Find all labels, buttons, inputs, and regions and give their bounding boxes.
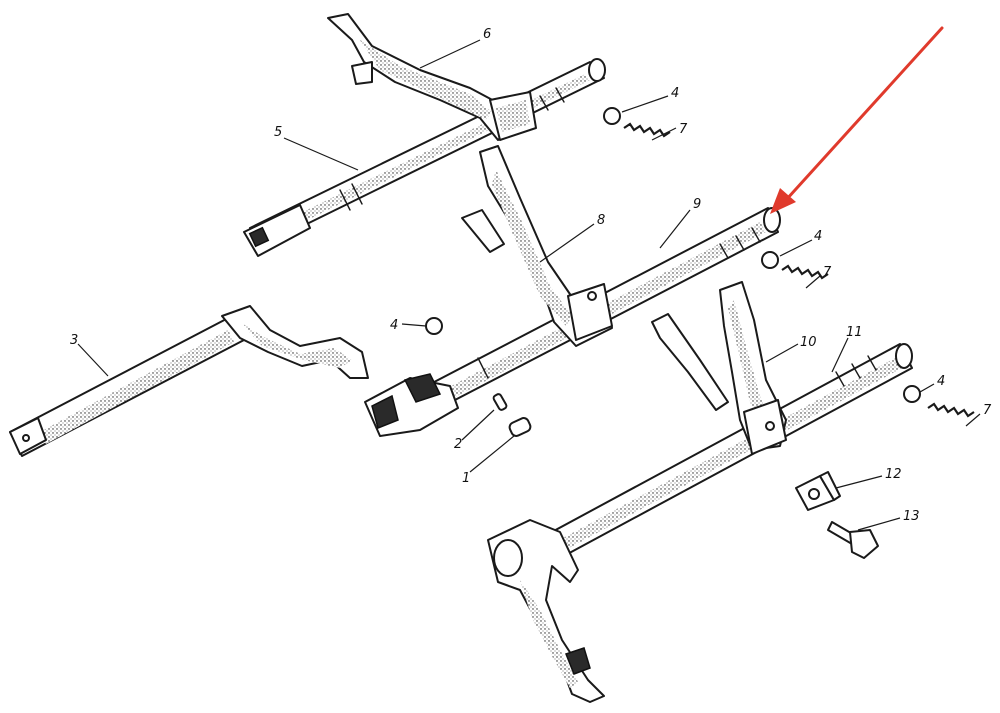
ball-4b [761, 251, 779, 269]
shift-fork-6 [327, 13, 537, 141]
shift-fork-8 [461, 145, 613, 347]
callout-7: 7 [823, 265, 832, 280]
callout-11: 11 [846, 325, 863, 340]
red-annotation-arrow [770, 26, 944, 214]
ball-4d [903, 385, 921, 403]
leader-lines [77, 39, 981, 531]
callout-7: 7 [983, 403, 992, 418]
spring-7c [927, 402, 975, 418]
callout-3: 3 [70, 333, 78, 348]
callout-1: 1 [462, 471, 470, 486]
shift-rod-3 [9, 305, 369, 457]
callout-5: 5 [274, 125, 282, 140]
ball-4a [603, 107, 621, 125]
callout-6: 6 [483, 27, 491, 42]
pin-2 [492, 393, 508, 411]
bolt-13 [827, 521, 879, 559]
callout-4: 4 [671, 86, 679, 101]
shift-lever [487, 519, 605, 703]
callout-8: 8 [597, 213, 605, 228]
callout-2: 2 [454, 437, 462, 452]
callout-13: 13 [903, 509, 920, 524]
spring-7b [781, 264, 829, 280]
callout-10: 10 [800, 335, 817, 350]
callout-4: 4 [814, 229, 822, 244]
lock-plate-12 [795, 471, 841, 511]
ball-4c [425, 317, 443, 335]
plug-1 [508, 417, 532, 437]
callout-12: 12 [885, 467, 902, 482]
callout-9: 9 [693, 197, 701, 212]
shift-fork-10 [651, 281, 787, 455]
callout-7: 7 [679, 122, 688, 137]
callout-4: 4 [390, 318, 398, 333]
callout-labels: 6 4 7 5 8 9 4 7 4 3 10 11 4 7 2 1 12 13 [70, 27, 992, 524]
rod-end-clevis [364, 373, 459, 437]
spring-7a [623, 122, 671, 138]
callout-4: 4 [937, 374, 945, 389]
